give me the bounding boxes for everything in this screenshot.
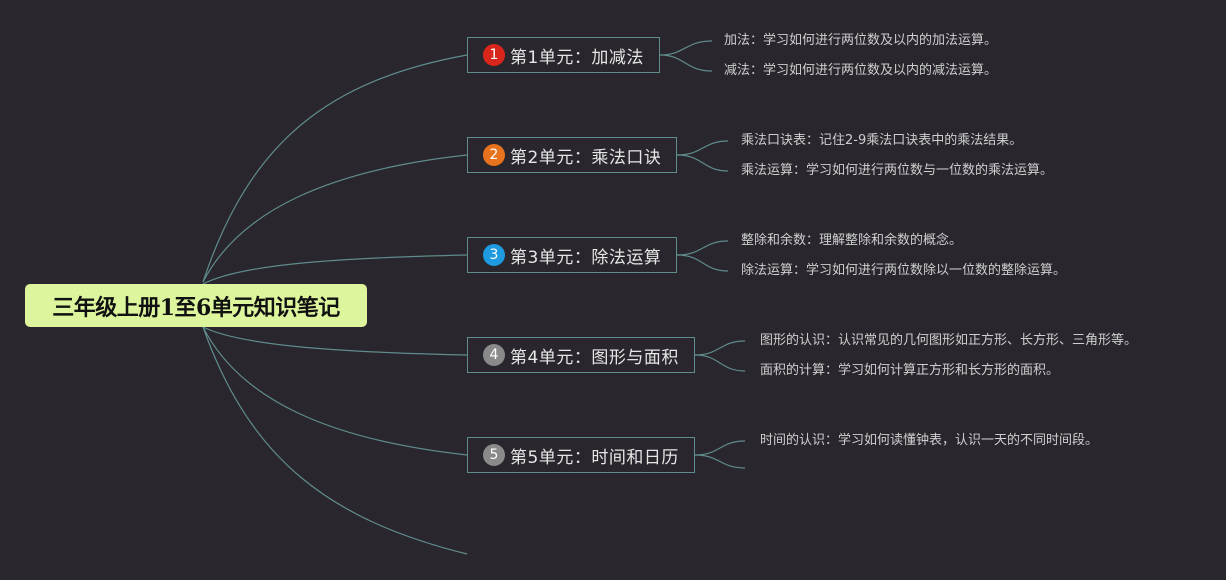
number-badge-icon: 3: [483, 244, 505, 266]
unit-label: 第2单元：乘法口诀: [510, 147, 662, 168]
unit4-leaf-connector-2: [694, 354, 746, 372]
unit1-item-2[interactable]: 减法：学习如何进行两位数及以内的减法运算。: [724, 63, 998, 78]
unit-label: 第5单元：时间和日历: [510, 447, 679, 468]
unit4-leaf-connector-1: [694, 340, 746, 356]
root-title: 三年级上册1至6单元知识笔记: [52, 294, 340, 321]
root-connector-5: [202, 326, 468, 456]
root-connector-4: [202, 326, 468, 356]
number-badge-icon: 5: [483, 444, 505, 466]
unit5-leaf-connector-1: [694, 440, 746, 456]
unit1-item-1[interactable]: 加法：学习如何进行两位数及以内的加法运算。: [724, 33, 998, 48]
number-badge-icon: 4: [483, 344, 505, 366]
unit3-leaf-connector-2: [676, 254, 729, 272]
unit3-leaf-connector-1: [676, 240, 729, 256]
unit-topic-1[interactable]: 1 第1单元：加减法: [467, 37, 660, 73]
unit4-item-2[interactable]: 面积的计算：学习如何计算正方形和长方形的面积。: [760, 363, 1060, 378]
unit3-item-2[interactable]: 除法运算：学习如何进行两位数除以一位数的整除运算。: [741, 263, 1067, 278]
unit2-item-2[interactable]: 乘法运算：学习如何进行两位数与一位数的乘法运算。: [741, 163, 1054, 178]
unit2-item-1[interactable]: 乘法口诀表：记住2-9乘法口诀表中的乘法结果。: [741, 133, 1023, 148]
unit4-item-1[interactable]: 图形的认识：认识常见的几何图形如正方形、长方形、三角形等。: [760, 333, 1138, 348]
unit2-leaf-connector-1: [676, 140, 729, 156]
root-connector-6: [202, 326, 468, 555]
unit1-leaf-connector-1: [659, 40, 713, 56]
unit3-item-1[interactable]: 整除和余数：理解整除和余数的概念。: [741, 233, 963, 248]
unit2-leaf-connector-2: [676, 154, 729, 172]
unit-topic-4[interactable]: 4 第4单元：图形与面积: [467, 337, 695, 373]
root-connector-2: [202, 154, 468, 283]
number-badge-icon: 1: [483, 44, 505, 66]
root-connector-3: [202, 254, 468, 285]
unit-topic-3[interactable]: 3 第3单元：除法运算: [467, 237, 677, 273]
unit-label: 第1单元：加减法: [510, 47, 644, 68]
unit-label: 第3单元：除法运算: [510, 247, 662, 268]
unit1-leaf-connector-2: [659, 54, 713, 72]
unit5-leaf-connector-2: [694, 454, 746, 469]
unit-topic-5[interactable]: 5 第5单元：时间和日历: [467, 437, 695, 473]
unit-topic-2[interactable]: 2 第2单元：乘法口诀: [467, 137, 677, 173]
number-badge-icon: 2: [483, 144, 505, 166]
root-connector-1: [202, 54, 468, 283]
unit-label: 第4单元：图形与面积: [510, 347, 679, 368]
unit5-item-1[interactable]: 时间的认识：学习如何读懂钟表，认识一天的不同时间段。: [760, 433, 1099, 448]
root-topic[interactable]: 三年级上册1至6单元知识笔记: [25, 284, 367, 327]
